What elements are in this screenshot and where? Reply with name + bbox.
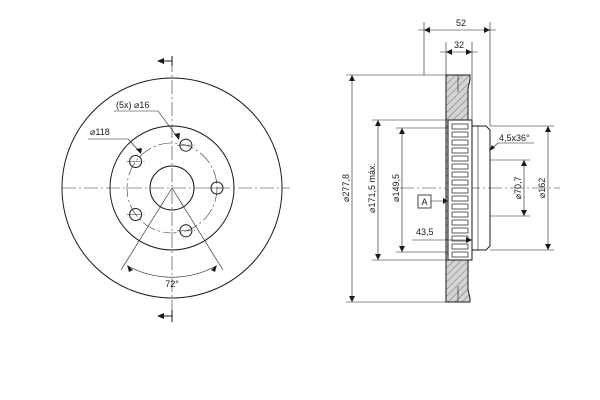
hub-flange <box>472 125 491 251</box>
datum-box <box>417 194 432 209</box>
center-bore <box>149 165 195 211</box>
cooling-vane <box>451 195 469 202</box>
cooling-vane <box>451 123 469 130</box>
dim-hat-diameter: ⌀149,5 <box>391 127 448 253</box>
cooling-vane <box>451 203 469 210</box>
chamfer-callout: 4,5x36° <box>489 133 534 151</box>
datum-label: A <box>421 197 427 207</box>
cooling-vane <box>451 179 469 186</box>
section-arrow-bottom <box>157 310 173 322</box>
width-total-label: 52 <box>456 18 466 28</box>
dim-width-total: 52 <box>418 18 496 126</box>
dim-width-hat: 32 <box>440 40 478 120</box>
bore-diameter-label: ⌀70,7 <box>513 177 523 200</box>
angle-dimension: 72° <box>120 187 224 289</box>
offset-label: 43,5 <box>416 227 434 237</box>
cooling-vane <box>451 131 469 138</box>
chamfer-label: 4,5x36° <box>499 133 530 143</box>
width-hat-label: 32 <box>454 40 464 50</box>
cooling-vane <box>451 155 469 162</box>
dim-bore-diameter: ⌀70,7 <box>490 159 530 217</box>
cooling-vane <box>451 251 469 258</box>
cooling-vane <box>451 147 469 154</box>
section-arrow-top <box>157 56 173 66</box>
cooling-vane <box>451 187 469 194</box>
outer-diameter-label: ⌀277,8 <box>341 174 351 202</box>
cooling-vane <box>451 227 469 234</box>
datum-reference: A <box>417 194 448 209</box>
front-view: (5x) ⌀16 ⌀118 72° <box>61 56 290 322</box>
bolt-circle-label: ⌀118 <box>90 127 110 137</box>
cooling-vane <box>451 243 469 250</box>
angle-label: 72° <box>165 279 179 289</box>
bolt-circle-leader: ⌀118 <box>88 127 142 154</box>
dim-hub-diameter: ⌀162 <box>490 125 554 251</box>
bolt-hole-label: (5x) ⌀16 <box>116 100 149 110</box>
cooling-vane <box>451 139 469 146</box>
hat-cooling-vanes <box>451 123 469 258</box>
bolt-holes <box>126 138 226 238</box>
bolt-hole-leader: (5x) ⌀16 <box>114 100 180 140</box>
hub-diameter-label: ⌀162 <box>537 178 547 198</box>
cooling-vane <box>451 171 469 178</box>
hat-outer-circle <box>109 125 235 251</box>
disc-outer-circle <box>61 77 283 299</box>
cooling-vane <box>451 219 469 226</box>
dim-friction-inner-diameter: ⌀171,5 máx. <box>367 119 448 261</box>
dim-offset: 43,5 <box>412 227 472 243</box>
friction-inner-diameter-label: ⌀171,5 máx. <box>367 163 377 213</box>
dim-outer-diameter: ⌀277,8 <box>341 74 446 303</box>
section-view: 52 32 ⌀277,8 ⌀171,5 máx. <box>341 18 560 303</box>
hat-diameter-label: ⌀149,5 <box>391 174 401 202</box>
cooling-vane <box>451 163 469 170</box>
cooling-vane <box>451 211 469 218</box>
